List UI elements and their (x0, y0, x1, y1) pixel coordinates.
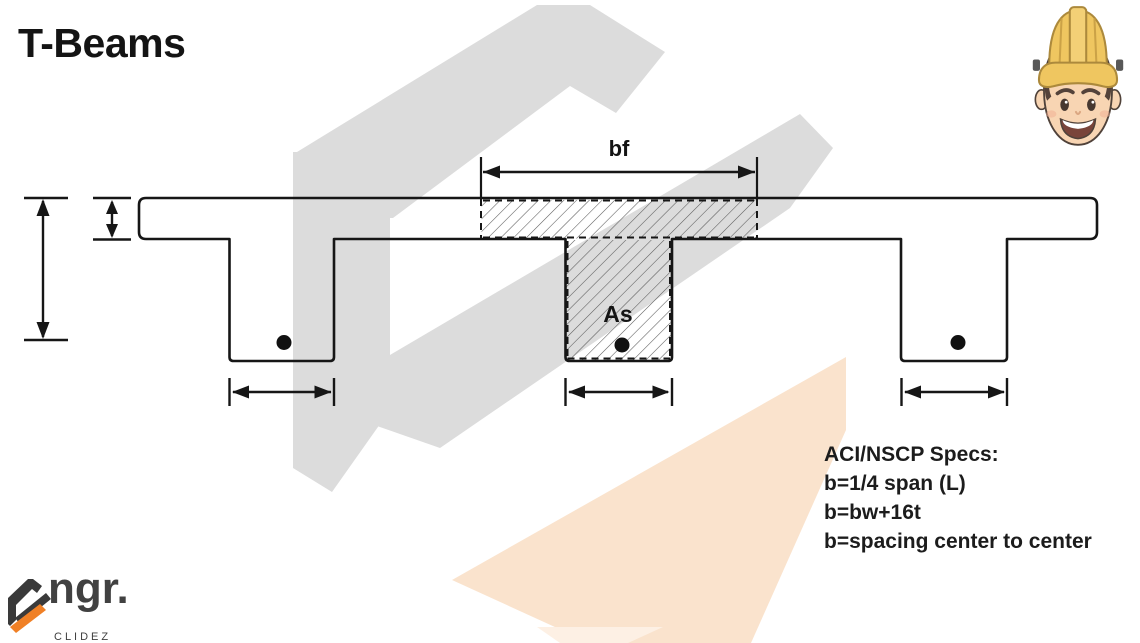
bf-dimension-label: bf (608, 136, 630, 161)
specs-block: ACI/NSCP Specs: b=1/4 span (L) b=bw+16t … (824, 440, 1124, 556)
rebar-dot (614, 337, 630, 353)
flange-hatch (481, 200, 757, 239)
peach-band (452, 357, 846, 643)
rebar-dots (276, 335, 966, 353)
logo-subtext: CLIDEZ (54, 631, 112, 643)
effective-width-dashed-boundary (480, 199, 758, 360)
rebar-dot (950, 335, 966, 350)
depth-dimension (24, 196, 68, 342)
steel-area-label: As (603, 301, 633, 327)
slab-thickness-dimension (93, 196, 131, 241)
rebar-dot (276, 335, 292, 350)
engineer-avatar-icon (1032, 6, 1124, 146)
specs-line: b=spacing center to center (824, 530, 1092, 553)
brand-logo: ngr. CLIDEZ (6, 564, 226, 643)
logo-brand-text: ngr. (48, 564, 129, 613)
specs-line: b=1/4 span (L) (824, 472, 966, 495)
page-title: T-Beams (18, 20, 186, 66)
beam-outline (137, 196, 1099, 363)
logo-mark-icon (8, 579, 51, 633)
specs-heading: ACI/NSCP Specs: (824, 443, 999, 466)
specs-line: b=bw+16t (824, 501, 921, 524)
web-width-dimensions (228, 378, 1009, 406)
bf-dimension (479, 157, 759, 197)
